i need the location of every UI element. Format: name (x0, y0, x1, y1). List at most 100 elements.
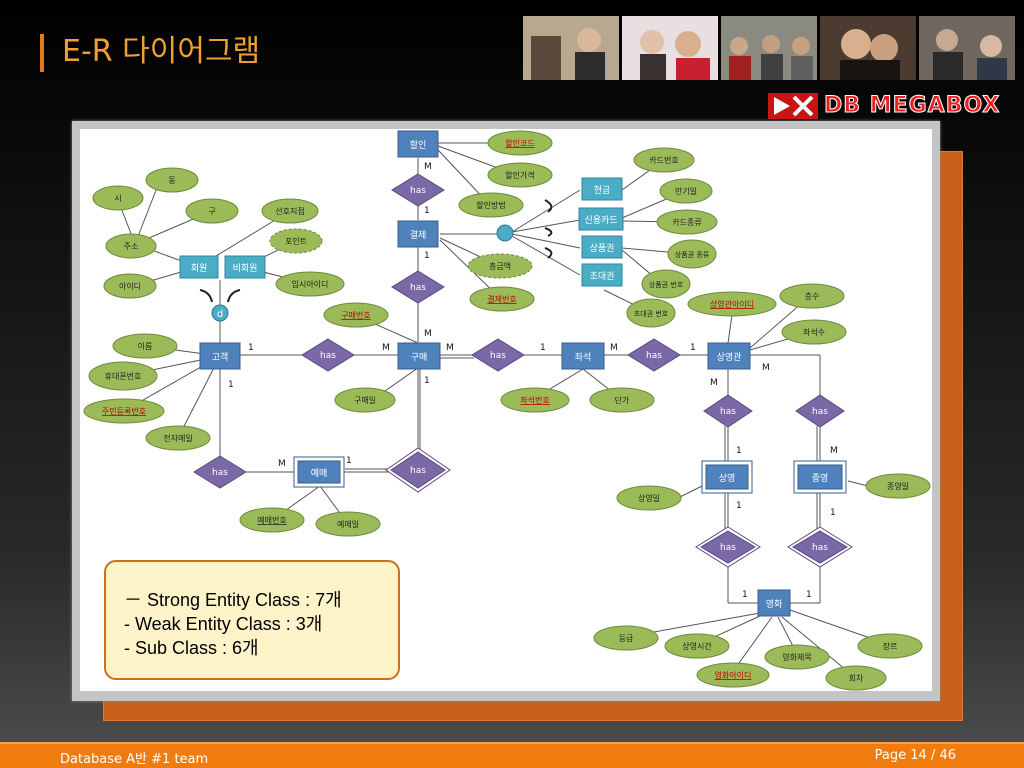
attr-running-time: 상영시간 (664, 633, 730, 659)
movie-photo-strip (523, 16, 1015, 80)
svg-text:주소: 주소 (124, 242, 139, 251)
svg-text:M: M (762, 363, 770, 373)
entity-purchase: 구매 (397, 342, 441, 370)
slide-title: E-R 다이어그램 (62, 34, 261, 69)
attr-name: 이름 (112, 333, 178, 359)
svg-text:시: 시 (114, 194, 121, 203)
rel-theater-end-screening: has (795, 394, 845, 428)
entity-credit-card: 신용카드 (578, 207, 624, 231)
svg-text:상품권 번호: 상품권 번호 (649, 280, 684, 289)
svg-text:포인트: 포인트 (285, 236, 307, 246)
relationships: has has has has has has has has has has … (193, 173, 853, 568)
attr-purchase-date: 구매일 (334, 387, 396, 413)
svg-text:1: 1 (806, 590, 812, 600)
svg-text:종영: 종영 (812, 473, 829, 484)
attr-theater-id: 상영관아이디 (687, 291, 777, 317)
attr-seat-count: 좌석수 (781, 319, 847, 345)
svg-text:1: 1 (424, 206, 430, 216)
disjoint-label: d (217, 309, 223, 320)
svg-text:1: 1 (690, 343, 696, 353)
svg-text:1: 1 (742, 590, 748, 600)
entity-reservation: 예매 (293, 456, 345, 488)
svg-text:1: 1 (736, 501, 742, 511)
cardinality-markers: M 1 1 M 1 M M 1 M 1 1 1 M 1 M M 1 M 1 1 … (228, 162, 838, 600)
svg-text:아이디: 아이디 (119, 281, 141, 291)
attr-session: 회차 (825, 665, 887, 691)
svg-text:상영시간: 상영시간 (682, 641, 712, 651)
entity-member: 회원 (179, 255, 219, 279)
svg-text:현금: 현금 (594, 185, 611, 196)
movie-photo-5 (919, 16, 1015, 80)
svg-text:전자메일: 전자메일 (163, 433, 192, 443)
attr-end-date: 종영일 (865, 473, 931, 499)
movie-photo-4 (820, 16, 916, 80)
svg-text:구매: 구매 (411, 352, 428, 363)
svg-text:has: has (812, 407, 828, 417)
attr-gu: 구 (185, 198, 239, 224)
svg-text:has: has (812, 543, 828, 553)
attr-temp-id: 임시아이디 (275, 271, 345, 297)
attr-grade: 등급 (593, 625, 659, 651)
attr-discount-method: 할인방법 (458, 192, 524, 218)
attr-purchase-no: 구매번호 (323, 302, 389, 328)
svg-text:좌석번호: 좌석번호 (520, 395, 549, 405)
megabox-brand: DB MEGABOX (768, 93, 1016, 121)
svg-text:M: M (424, 329, 432, 339)
entity-customer: 고객 (199, 342, 241, 370)
entity-seat: 좌석 (561, 342, 605, 370)
svg-text:has: has (212, 468, 228, 478)
attr-pref-branch: 선호지점 (261, 198, 319, 224)
megabox-logo-icon (768, 93, 818, 119)
attr-phone: 휴대폰번호 (88, 361, 158, 391)
svg-text:1: 1 (736, 446, 742, 456)
attr-si: 시 (92, 185, 144, 211)
attr-inv-no: 초대권 번호 (626, 298, 676, 328)
attr-payment-no: 결제번호 (469, 286, 535, 312)
svg-text:총금액: 총금액 (489, 261, 511, 271)
svg-text:has: has (410, 186, 426, 196)
svg-text:구매번호: 구매번호 (341, 311, 370, 320)
attr-discount-code: 할인코드 (487, 130, 553, 156)
svg-text:1: 1 (424, 376, 430, 386)
legend-sub-class: - Sub Class : 6개 (124, 638, 259, 658)
attr-expiry: 만기일 (659, 178, 713, 204)
footer-team: Database A반 #1 team (60, 752, 209, 767)
svg-text:has: has (646, 351, 662, 361)
svg-text:신용카드: 신용카드 (584, 215, 617, 226)
movie-photo-2 (622, 16, 718, 80)
attr-discount-price: 할인가격 (487, 162, 553, 188)
svg-text:상영관: 상영관 (717, 352, 742, 363)
er-diagram-canvas: d 할인 결제 현금 신용카드 상품권 초대권 회원 비회원 고객 구매 좌석 … (83, 130, 931, 691)
svg-text:M: M (424, 162, 432, 172)
subclass-arcs (199, 199, 553, 303)
svg-text:상영일: 상영일 (638, 493, 660, 503)
entity-non-member: 비회원 (224, 255, 266, 279)
svg-text:M: M (278, 459, 286, 469)
rel-payment-purchase: has (391, 270, 445, 304)
attr-resident-no: 주민등록번호 (83, 398, 165, 424)
svg-text:결제번호: 결제번호 (487, 294, 516, 304)
attr-unit-price: 단가 (589, 387, 655, 413)
entity-invitation: 초대권 (581, 263, 623, 287)
attr-movie-id: 영화아이디 (696, 662, 770, 688)
rel-discount-payment: has (391, 173, 445, 207)
disjoint-circle (211, 304, 229, 322)
svg-text:영화: 영화 (766, 599, 783, 610)
attr-email: 전자메일 (145, 425, 211, 451)
rel-end-screening-movie: has (787, 526, 853, 568)
svg-text:1: 1 (228, 380, 234, 390)
svg-text:초대권 번호: 초대권 번호 (634, 309, 669, 318)
svg-text:예매: 예매 (311, 468, 328, 479)
attr-user-id: 아이디 (103, 273, 157, 299)
svg-text:has: has (720, 407, 736, 417)
svg-text:휴대폰번호: 휴대폰번호 (105, 372, 142, 381)
svg-text:결제: 결제 (410, 230, 427, 241)
footer-page-number: Page 14 / 46 (874, 748, 956, 763)
svg-text:M: M (830, 446, 838, 456)
svg-text:has: has (320, 351, 336, 361)
svg-text:임시아이디: 임시아이디 (292, 279, 329, 289)
svg-text:비회원: 비회원 (233, 263, 258, 274)
svg-text:상품권 종류: 상품권 종류 (675, 250, 710, 259)
svg-text:구: 구 (208, 207, 215, 216)
svg-text:회원: 회원 (191, 263, 208, 274)
